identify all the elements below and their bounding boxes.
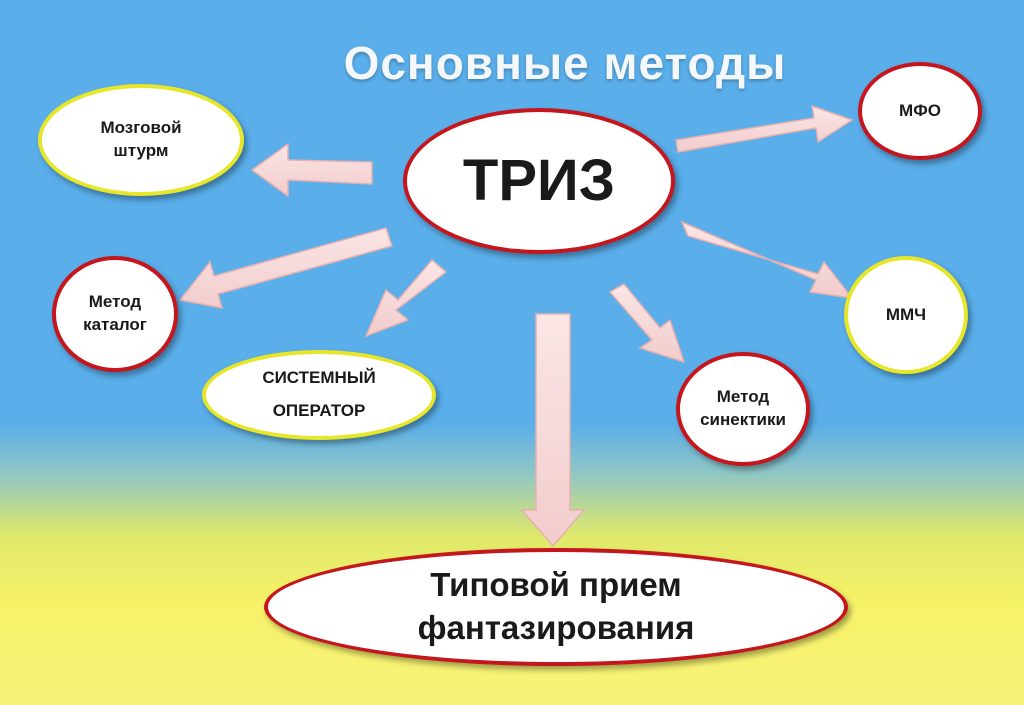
node-catalog: Метод каталог: [52, 256, 178, 372]
center-label: ТРИЗ: [462, 147, 616, 213]
center-node-triz: ТРИЗ: [403, 108, 675, 254]
node-synectics-line2: синектики: [700, 410, 786, 429]
arrow-to-system-operator: [364, 258, 448, 338]
node-fantasy-line1: Типовой прием: [430, 566, 682, 604]
arrow-to-mmch: [680, 220, 854, 300]
node-catalog-line2: каталог: [83, 315, 147, 334]
arrow-to-fantasy: [520, 313, 586, 548]
node-brainstorm-line1: Мозговой: [100, 118, 182, 138]
node-system-operator-line1: СИСТЕМНЫЙ: [262, 368, 376, 388]
node-fantasy-line2: фантазирования: [417, 609, 695, 646]
node-mfo-label: МФО: [899, 100, 941, 120]
arrow-to-catalog: [178, 227, 393, 309]
node-mfo: МФО: [858, 62, 982, 160]
node-mmch: ММЧ: [844, 256, 968, 374]
arrow-to-brainstorm: [250, 142, 373, 198]
node-catalog-line1: Метод: [88, 292, 142, 312]
node-fantasy: Типовой прием фантазирования: [264, 548, 848, 666]
node-mmch-label: ММЧ: [885, 304, 927, 324]
node-brainstorm: Мозговой штурм: [38, 84, 244, 196]
page-title: Основные методы: [343, 37, 787, 89]
node-synectics: Метод синектики: [676, 352, 810, 466]
arrow-to-mfo: [675, 104, 854, 153]
arrow-to-synectics: [608, 283, 686, 364]
node-synectics-line1: Метод: [716, 387, 770, 407]
node-brainstorm-line2: штурм: [113, 141, 169, 160]
node-system-operator: СИСТЕМНЫЙ ОПЕРАТОР: [202, 350, 436, 440]
node-system-operator-line2: ОПЕРАТОР: [272, 401, 366, 420]
